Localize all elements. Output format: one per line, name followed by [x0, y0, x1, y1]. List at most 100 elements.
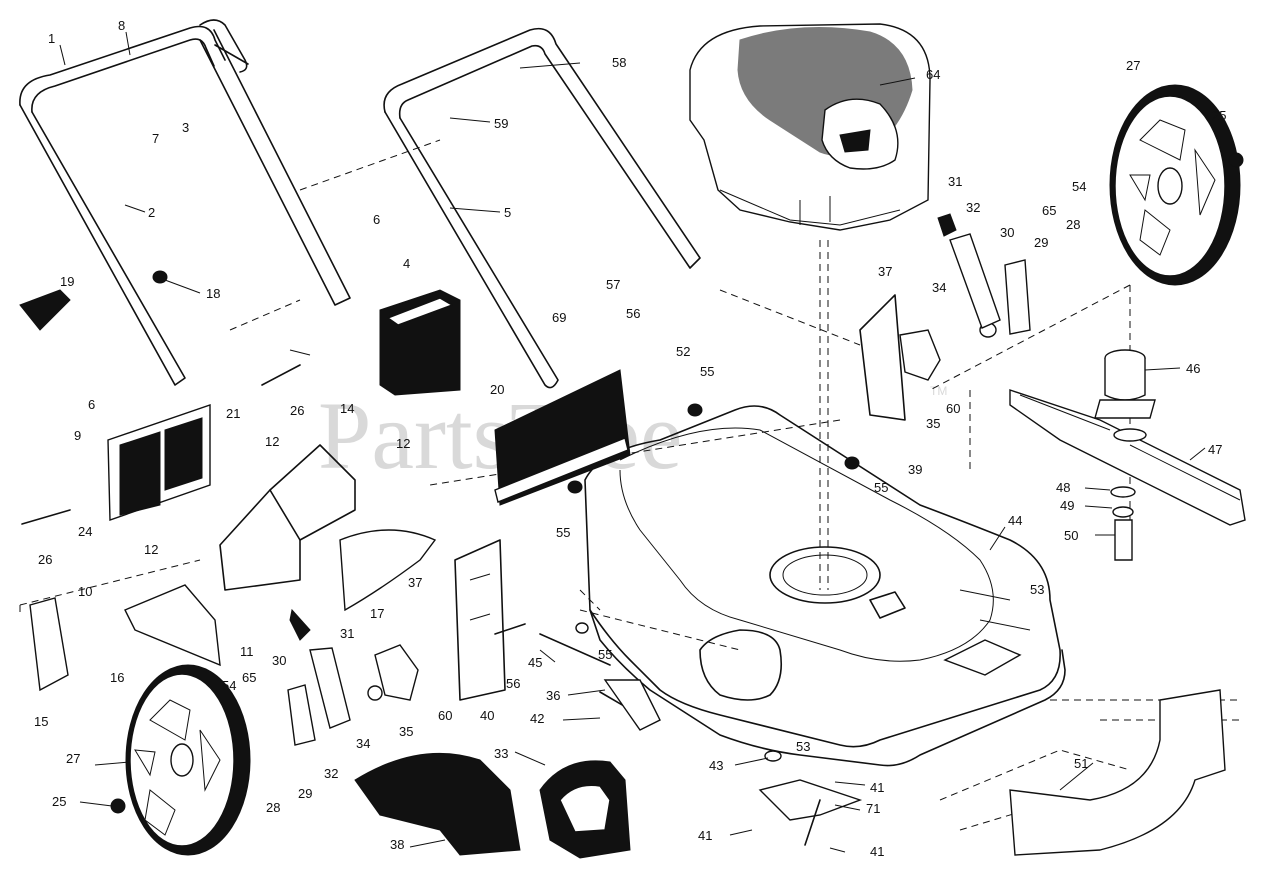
label-49: 49 [1060, 498, 1074, 513]
label-1: 1 [48, 31, 55, 46]
engine [689, 23, 931, 231]
label-3: 3 [182, 120, 189, 135]
label-10: 10 [78, 584, 92, 599]
label-5: 5 [504, 205, 511, 220]
label-2: 2 [148, 205, 155, 220]
part-51 [1009, 689, 1226, 856]
label-34a: 34 [356, 736, 370, 751]
label-12c: 12 [144, 542, 158, 557]
label-20: 20 [490, 382, 504, 397]
label-28b: 28 [1066, 217, 1080, 232]
label-17: 17 [370, 606, 384, 621]
part-9 [107, 404, 211, 521]
label-26b: 26 [38, 552, 52, 567]
label-16: 16 [110, 670, 124, 685]
part-14 [219, 444, 356, 591]
label-12a: 12 [265, 434, 279, 449]
leader-lines [59, 31, 1206, 853]
label-35a: 35 [399, 724, 413, 739]
label-29a: 29 [298, 786, 312, 801]
label-46: 46 [1186, 361, 1200, 376]
label-42: 42 [530, 711, 544, 726]
label-38: 38 [390, 837, 404, 852]
label-64: 64 [926, 67, 940, 82]
label-53a: 53 [796, 739, 810, 754]
part-33 [539, 760, 631, 859]
part-15 [29, 597, 69, 692]
label-47: 47 [1208, 442, 1222, 457]
label-9: 9 [74, 428, 81, 443]
label-69: 69 [552, 310, 566, 325]
part-35 [374, 329, 941, 701]
label-41c: 41 [870, 844, 884, 859]
label-54a: 54 [222, 678, 236, 693]
label-36: 36 [546, 688, 560, 703]
label-21: 21 [226, 406, 240, 421]
label-55a: 55 [556, 525, 570, 540]
label-55c: 55 [598, 647, 612, 662]
label-50: 50 [1064, 528, 1078, 543]
label-55d: 55 [874, 480, 888, 495]
mower-deck [584, 405, 1066, 767]
label-48: 48 [1056, 480, 1070, 495]
label-45: 45 [528, 655, 542, 670]
rear-wheel [1109, 84, 1241, 286]
label-39: 39 [908, 462, 922, 477]
blade-adapter [1094, 349, 1156, 419]
label-6b: 6 [373, 212, 380, 227]
label-24: 24 [78, 524, 92, 539]
label-37b: 37 [878, 264, 892, 279]
label-32b: 32 [966, 200, 980, 215]
part-16 [124, 584, 221, 667]
label-6a: 6 [88, 397, 95, 412]
hardware [19, 152, 1244, 846]
label-43: 43 [709, 758, 723, 773]
label-37a: 37 [408, 575, 422, 590]
label-60a: 60 [438, 708, 452, 723]
label-11: 11 [240, 644, 254, 659]
label-4: 4 [403, 256, 410, 271]
label-25b: 25 [1212, 108, 1226, 123]
label-15: 15 [34, 714, 48, 729]
watermark-trademark: TM [930, 384, 947, 398]
label-30b: 30 [1000, 225, 1014, 240]
label-57: 57 [606, 277, 620, 292]
label-27b: 27 [1126, 58, 1140, 73]
label-27a: 27 [66, 751, 80, 766]
part-38 [354, 752, 521, 856]
label-8: 8 [118, 18, 125, 33]
blade [1009, 389, 1246, 526]
label-41b: 41 [698, 828, 712, 843]
label-41a: 41 [870, 780, 884, 795]
label-28a: 28 [266, 800, 280, 815]
label-60b: 60 [946, 401, 960, 416]
label-30a: 30 [272, 653, 286, 668]
label-31a: 31 [340, 626, 354, 641]
label-18: 18 [206, 286, 220, 301]
callout-labels: 1 8 7 3 2 19 18 6 9 24 26 21 26 12 14 12… [34, 18, 1226, 859]
part-17 [339, 529, 437, 612]
label-65a: 65 [242, 670, 256, 685]
label-32a: 32 [324, 766, 338, 781]
label-52: 52 [676, 344, 690, 359]
part-40 [454, 539, 506, 701]
label-12b: 12 [396, 436, 410, 451]
label-7: 7 [152, 131, 159, 146]
label-59: 59 [494, 116, 508, 131]
label-33: 33 [494, 746, 508, 761]
label-19: 19 [60, 274, 74, 289]
label-55b: 55 [700, 364, 714, 379]
part-20 [494, 369, 631, 506]
label-25a: 25 [52, 794, 66, 809]
label-26a: 26 [290, 403, 304, 418]
lower-handle [19, 19, 351, 386]
label-51: 51 [1074, 756, 1088, 771]
upper-handle [383, 27, 701, 389]
label-53b: 53 [1030, 582, 1044, 597]
part-39 [859, 294, 906, 421]
label-58: 58 [612, 55, 626, 70]
label-29b: 29 [1034, 235, 1048, 250]
label-65b: 65 [1042, 203, 1056, 218]
